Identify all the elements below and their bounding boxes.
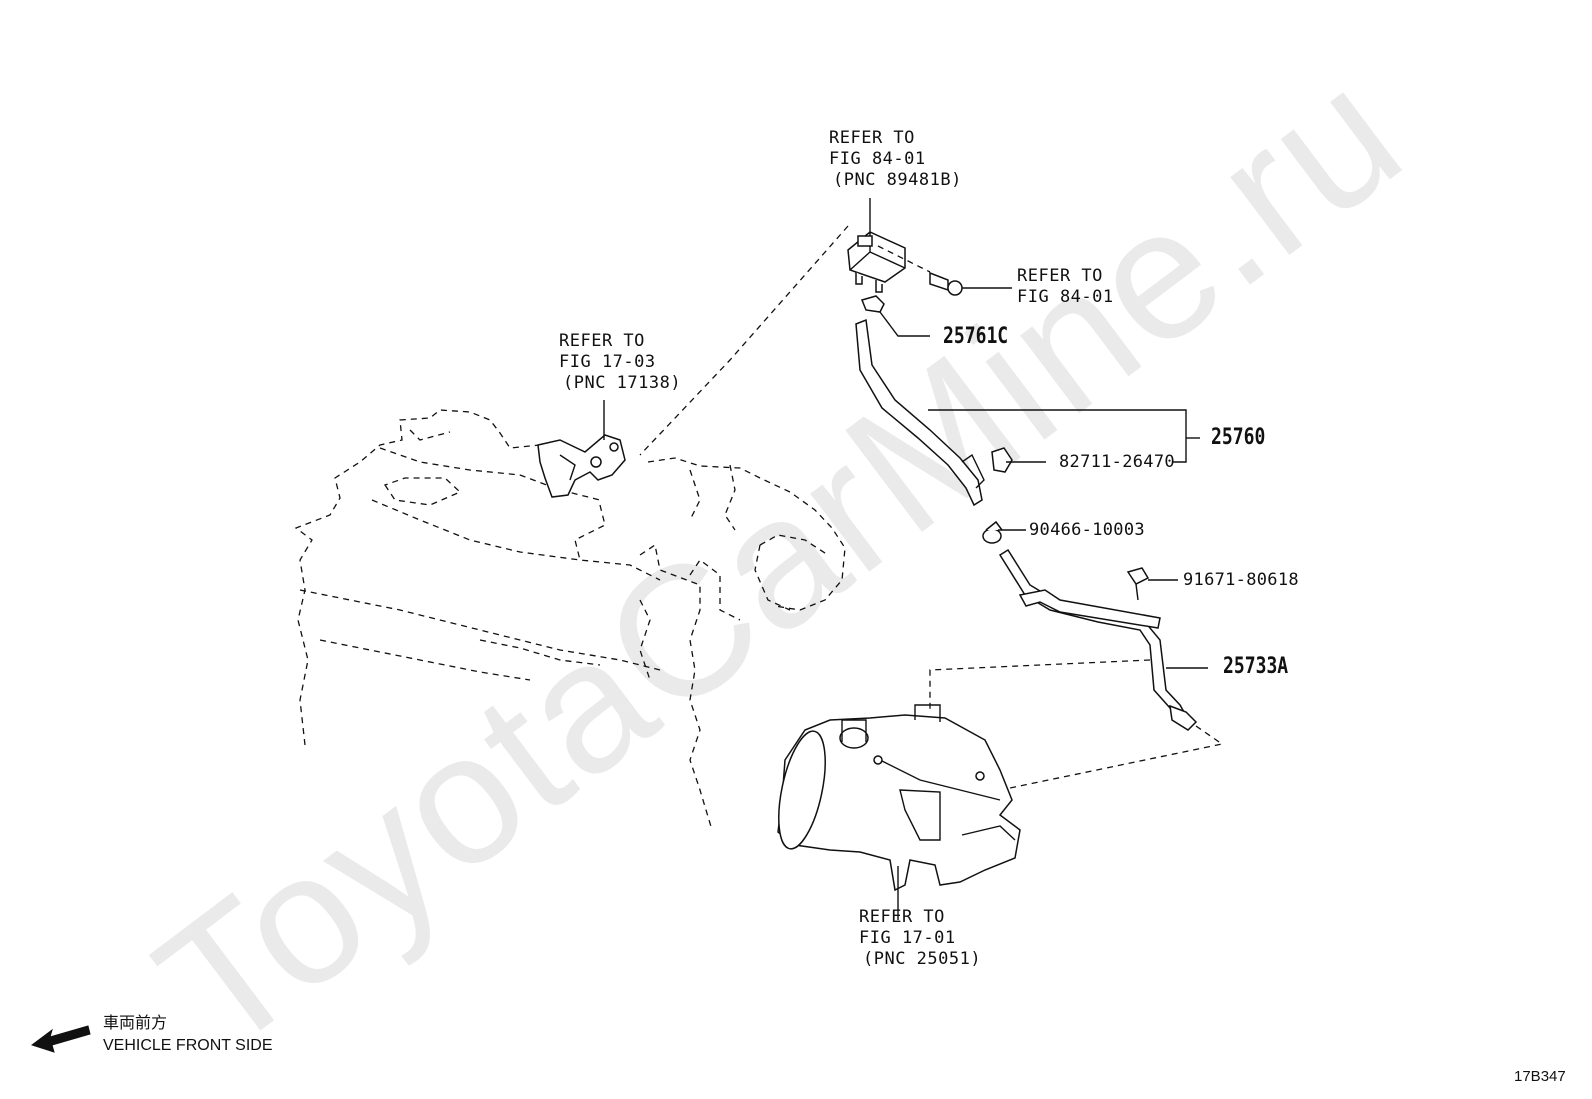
part-25760[interactable]: 25760 (1211, 425, 1266, 450)
part-82711-26470[interactable]: 82711-26470 (1059, 452, 1175, 472)
ref-bracket-line2: FIG 17-03 (559, 352, 656, 372)
front-note-jp: 車両前方 (103, 1015, 168, 1032)
dash-sensor-to-converter (1009, 725, 1224, 789)
catalytic-converter (777, 704, 1021, 892)
vacuum-pipe (998, 548, 1198, 731)
dash-pipe-to-converter (929, 659, 1151, 712)
engine-mount-bracket (537, 434, 626, 498)
figure-code: 17B347 (1514, 1068, 1566, 1085)
ref-bolt-line2: FIG 84-01 (1017, 287, 1114, 307)
pipe-clip (982, 520, 1003, 544)
ref-converter-line1: REFER TO (859, 907, 945, 927)
part-91671-80618[interactable]: 91671-80618 (1183, 570, 1299, 590)
hose-clamp (991, 447, 1013, 473)
ref-bracket-line3: (PNC 17138) (563, 373, 682, 393)
purge-hose (855, 318, 985, 507)
valve-bolt (929, 271, 963, 296)
purge-valve (847, 231, 906, 293)
part-25761c[interactable]: 25761C (943, 324, 1009, 349)
ref-converter-line3: (PNC 25051) (863, 949, 982, 969)
ref-bracket-line1: REFER TO (559, 331, 645, 351)
leader-25760-bracket (928, 409, 1187, 463)
ref-bolt-line1: REFER TO (1017, 266, 1103, 286)
front-note-en: VEHICLE FRONT SIDE (103, 1037, 273, 1054)
ref-valve-line1: REFER TO (829, 128, 915, 148)
dash-valve-to-bolt (877, 245, 931, 273)
pipe-bolt (1126, 567, 1150, 601)
engine-outline (294, 409, 846, 831)
ref-valve-line2: FIG 84-01 (829, 149, 926, 169)
vehicle-front-arrow-icon (30, 1025, 91, 1053)
part-90466-10003[interactable]: 90466-10003 (1029, 520, 1145, 540)
part-25733a[interactable]: 25733A (1223, 654, 1289, 679)
ref-valve-line3: (PNC 89481B) (833, 170, 962, 190)
dash-valve-to-bracket (639, 225, 849, 456)
hose-elbow (860, 295, 885, 313)
leader-25761c (879, 311, 930, 337)
ref-converter-line2: FIG 17-01 (859, 928, 956, 948)
